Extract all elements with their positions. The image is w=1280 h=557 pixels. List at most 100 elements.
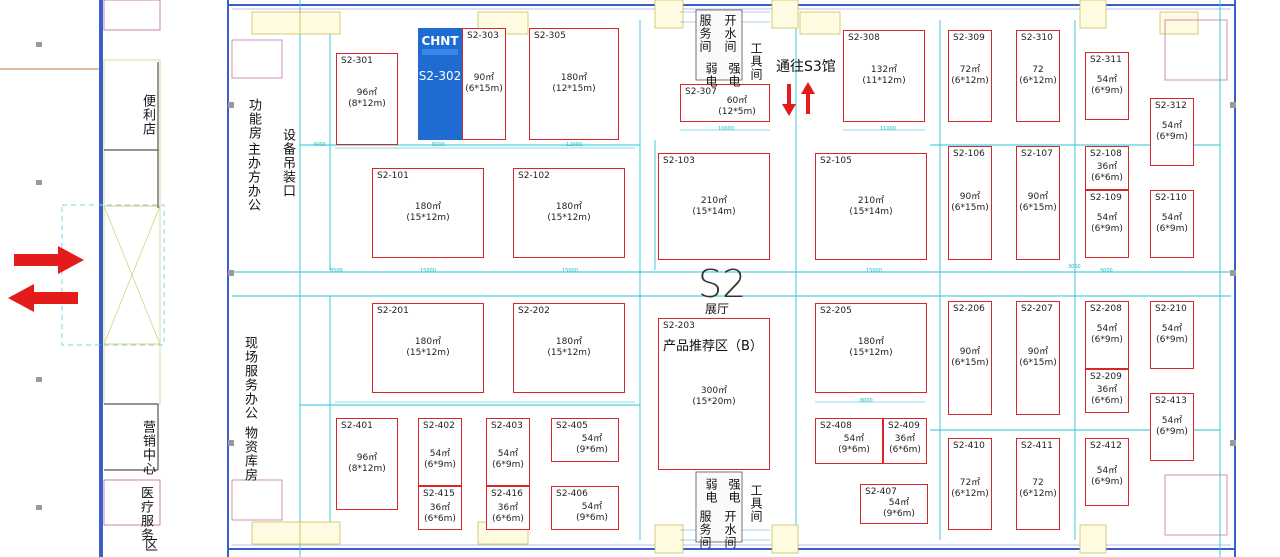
booth-id: S2-101 [377, 171, 409, 181]
booth[interactable]: S2-411 72(6*12m) [1016, 438, 1060, 530]
booth-chnt[interactable]: CHNT S2-302 [418, 28, 462, 140]
booth-dims: (6*9m) [1091, 335, 1123, 345]
booth-id: S2-310 [1021, 33, 1053, 43]
booth-id: S2-405 [556, 421, 588, 431]
dim-label: 11000 [880, 126, 896, 132]
booth[interactable]: S2-210 54㎡(6*9m) [1150, 301, 1194, 369]
booth-dims: (9*6m) [576, 513, 608, 524]
booth[interactable]: S2-406 54㎡(9*6m) [551, 486, 619, 530]
booth[interactable]: S2-312 54㎡(6*9m) [1150, 98, 1194, 166]
booth[interactable]: S2-413 54㎡(6*9m) [1150, 393, 1194, 461]
booth[interactable]: S2-307 60㎡(12*5m) [680, 84, 770, 122]
booth-id: S2-403 [491, 421, 523, 431]
booth-id: S2-408 [820, 421, 852, 431]
booth-area: 300㎡ [700, 386, 728, 396]
booth[interactable]: S2-209 36㎡(6*6m) [1085, 369, 1129, 413]
booth-area: 72㎡ [959, 477, 981, 488]
booth[interactable]: S2-102 180㎡(15*12m) [513, 168, 625, 258]
booth[interactable]: S2-308 132㎡(11*12m) [843, 30, 925, 122]
booth-area: 54㎡ [1161, 121, 1183, 131]
booth-dims: (6*6m) [1091, 396, 1123, 407]
booth[interactable]: S2-402 54㎡(6*9m) [418, 418, 462, 486]
booth[interactable]: S2-409 36㎡(6*6m) [883, 418, 927, 464]
booth-dims: (11*12m) [862, 76, 906, 86]
booth[interactable]: S2-309 72㎡(6*12m) [948, 30, 992, 122]
booth[interactable]: S2-412 54㎡(6*9m) [1085, 438, 1129, 506]
convenience-store-label: 便利店 [140, 94, 155, 136]
storage-label: 物资库房 [242, 426, 257, 482]
equipment-entrance-label: 设备吊装口 [280, 128, 295, 198]
booth[interactable]: S2-311 54㎡(6*9m) [1085, 52, 1129, 120]
booth[interactable]: S2-206 90㎡(6*15m) [948, 301, 992, 415]
booth[interactable]: S2-416 36㎡(6*6m) [486, 486, 530, 530]
booth[interactable]: S2-101 180㎡(15*12m) [372, 168, 484, 258]
booth[interactable]: S2-410 72㎡(6*12m) [948, 438, 992, 530]
booth[interactable]: S2-205 180㎡(15*12m) [815, 303, 927, 393]
booth[interactable]: S2-407 54㎡(9*6m) [860, 484, 928, 524]
booth[interactable]: S2-305 180㎡(12*15m) [529, 28, 619, 140]
booth-area: 180㎡ [560, 73, 588, 83]
booth-id: S2-312 [1155, 101, 1187, 111]
booth-dims: (6*6m) [889, 444, 921, 455]
booth-id: S2-415 [423, 489, 455, 499]
booth-area: 180㎡ [555, 202, 583, 212]
booth-id: S2-412 [1090, 441, 1122, 451]
booth-dims: (6*15m) [951, 358, 989, 368]
booth[interactable]: S2-310 72(6*12m) [1016, 30, 1060, 122]
booth-id: S2-410 [953, 441, 985, 451]
booth[interactable]: S2-105 210㎡(15*14m) [815, 153, 927, 260]
booth-area: 54㎡ [888, 497, 910, 508]
booth[interactable]: S2-106 90㎡(6*15m) [948, 146, 992, 260]
booth-id: S2-309 [953, 33, 985, 43]
booth-id: S2-416 [491, 489, 523, 499]
booth[interactable]: S2-303 90㎡(6*15m) [462, 28, 506, 140]
booth[interactable]: S2-108 36㎡(6*6m) [1085, 146, 1129, 190]
booth-id: S2-301 [341, 56, 373, 66]
booth[interactable]: S2-107 90㎡(6*15m) [1016, 146, 1060, 260]
booth-id: S2-207 [1021, 304, 1053, 314]
booth[interactable]: S2-403 54㎡(6*9m) [486, 418, 530, 486]
booth-id: S2-407 [865, 487, 897, 497]
booth-id: S2-102 [518, 171, 550, 181]
booth[interactable]: S2-110 54㎡(6*9m) [1150, 190, 1194, 258]
booth[interactable]: S2-301 96㎡(8*12m) [336, 53, 398, 145]
booth-id: S2-208 [1090, 304, 1122, 314]
booth-area: 36㎡ [429, 503, 451, 514]
booth-id: S2-202 [518, 306, 550, 316]
tool-room-bottom: 工具间 [749, 484, 763, 523]
booth-dims: (9*6m) [883, 508, 915, 519]
dim-label: 5000 [1100, 268, 1113, 274]
booth[interactable]: S2-415 36㎡(6*6m) [418, 486, 462, 530]
booth[interactable]: S2-109 54㎡(6*9m) [1085, 190, 1129, 258]
booth-area: 96㎡ [356, 88, 378, 98]
booth-area: 90㎡ [1027, 347, 1049, 357]
booth[interactable]: S2-405 54㎡(9*6m) [551, 418, 619, 462]
dim-label: 15000 [562, 268, 578, 274]
booth[interactable]: S2-408 54㎡(9*6m) [815, 418, 883, 464]
strong-current-bottom: 强电 [727, 478, 741, 504]
booth-id: S2-109 [1090, 193, 1122, 203]
booth[interactable]: S2-208 54㎡(6*9m) [1085, 301, 1129, 369]
booth-dims: (15*12m) [406, 348, 450, 358]
booth[interactable]: S2-203 产品推荐区（B） 300㎡(15*20m) [658, 318, 770, 470]
booth-id: S2-105 [820, 156, 852, 166]
booth-area: 54㎡ [581, 434, 603, 445]
water-room-bottom: 开水间 [723, 510, 737, 549]
booth-dims: (6*9m) [424, 459, 456, 470]
booth[interactable]: S2-201 180㎡(15*12m) [372, 303, 484, 393]
booth-area: 54㎡ [1096, 324, 1118, 334]
booth-dims: (6*9m) [1156, 335, 1188, 345]
booth-dims: (6*15m) [951, 203, 989, 213]
hall-subtitle: 展厅 [705, 302, 730, 316]
booth[interactable]: S2-202 180㎡(15*12m) [513, 303, 625, 393]
booth-area: 36㎡ [1096, 385, 1118, 396]
booth-dims: (6*12m) [951, 76, 989, 86]
booth[interactable]: S2-401 96㎡(8*12m) [336, 418, 398, 510]
booth[interactable]: S2-103 210㎡(15*14m) [658, 153, 770, 260]
booth[interactable]: S2-207 90㎡(6*15m) [1016, 301, 1060, 415]
booth-area: 180㎡ [857, 337, 885, 347]
booth-dims: (15*14m) [849, 206, 893, 217]
booth-area: 36㎡ [1096, 162, 1118, 173]
to-s3-label: 通往S3馆 [776, 59, 836, 75]
booth-area: 54㎡ [429, 448, 451, 459]
